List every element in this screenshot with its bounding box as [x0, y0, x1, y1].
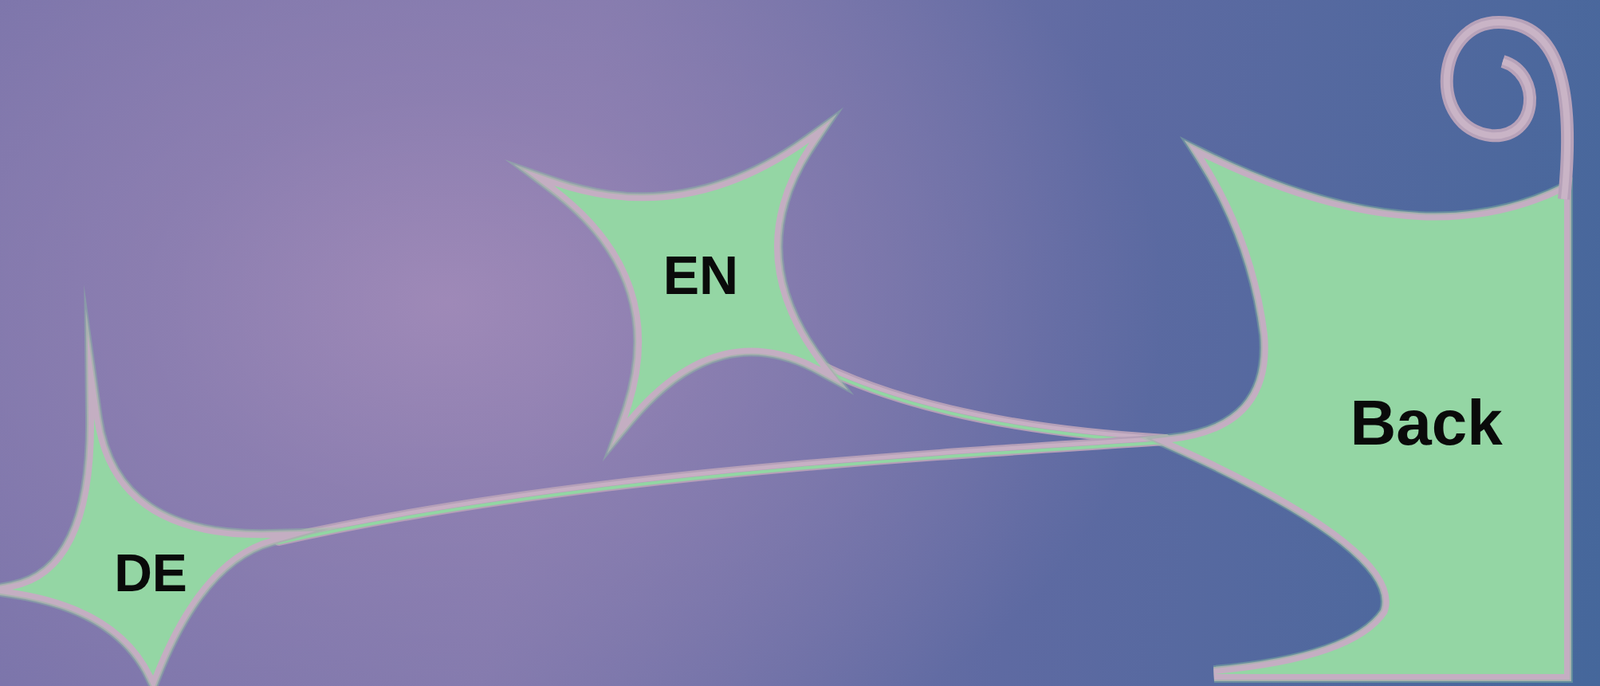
- spiral-curl: [1446, 22, 1568, 200]
- spiral-curl: [1446, 22, 1568, 200]
- vine-stroke: [801, 356, 1166, 441]
- shape-fill: [11, 418, 272, 677]
- shape-border: [554, 142, 822, 419]
- vine-highlight: [279, 442, 1166, 543]
- vine-sheen: [801, 354, 1166, 439]
- vine-connector: [801, 354, 1166, 443]
- shape-border: [11, 418, 272, 677]
- menu-shape: Back: [1159, 11, 1583, 686]
- vine-highlight: [801, 358, 1166, 443]
- shape-glow: [11, 418, 272, 677]
- vine-connector: [279, 438, 1166, 543]
- menu-label: Back: [1349, 389, 1502, 457]
- shape-fill: [554, 142, 822, 419]
- vine-stroke: [279, 440, 1166, 541]
- menu-shape: DE: [3, 410, 291, 686]
- menu-label: EN: [663, 247, 739, 304]
- shape-glow: [554, 142, 822, 419]
- shape-border: [554, 142, 822, 419]
- menu-label: DE: [114, 546, 188, 602]
- shape-border: [1171, 157, 1565, 675]
- shape-glow: [1171, 157, 1565, 675]
- shape-fill: [1171, 157, 1565, 675]
- shape-border: [1171, 157, 1565, 675]
- vine-sheen: [279, 438, 1166, 539]
- shape-border: [11, 418, 272, 677]
- menu-shape: EN: [542, 131, 834, 431]
- shape-outline: [1159, 11, 1583, 686]
